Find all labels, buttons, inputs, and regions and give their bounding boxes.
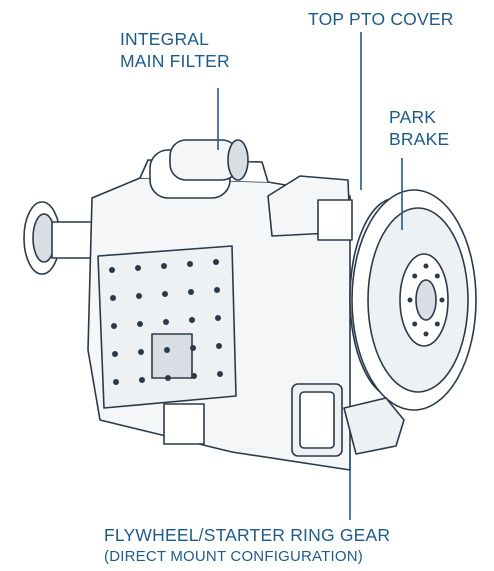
bolt [412,273,418,279]
bolt [190,345,196,351]
bolt [110,295,116,301]
bolt [113,379,119,385]
bolt [188,289,194,295]
label-line: FLYWHEEL/STARTER RING GEAR [104,525,391,545]
bolt [139,377,145,383]
side-pto-cover [291,383,343,457]
bolt [439,297,445,303]
label-line: INTEGRAL [120,29,210,49]
bolt [217,371,223,377]
bolt [111,323,117,329]
park-brake [349,189,477,411]
bolt [412,321,418,327]
bolt-pattern [109,259,445,385]
bolt [191,373,197,379]
label-park-brake: PARK BRAKE [389,106,449,150]
bolt [216,343,222,349]
label-line: BRAKE [389,129,450,149]
bolt [434,321,440,327]
flywheel-ring-gear [343,397,405,455]
label-top-pto-cover: TOP PTO COVER [308,8,454,30]
bolt [135,265,141,271]
bolt [407,297,413,303]
bolt [434,273,440,279]
bolt [109,267,115,273]
output-flange [23,201,93,275]
bolt [163,319,169,325]
bolt [164,347,170,353]
control-valve-body [97,245,237,445]
bolt [423,263,429,269]
bolt [138,349,144,355]
integral-main-filter [149,139,249,199]
bolt [215,315,221,321]
top-pto-cover [267,175,353,241]
bolt [423,331,429,337]
label-line: TOP PTO COVER [308,9,454,29]
label-subtitle: (DIRECT MOUNT CONFIGURATION) [104,548,363,565]
bolt [165,375,171,381]
bolt [161,263,167,269]
bolt [112,351,118,357]
label-integral-main-filter: INTEGRAL MAIN FILTER [120,28,230,72]
bolt [187,261,193,267]
label-line: PARK [389,107,437,127]
bolt [214,287,220,293]
bolt [189,317,195,323]
bolt [213,259,219,265]
bolt [162,291,168,297]
bolt [136,293,142,299]
label-line: MAIN FILTER [120,51,230,71]
bolt [137,321,143,327]
label-flywheel-ring-gear: FLYWHEEL/STARTER RING GEAR (DIRECT MOUNT… [104,524,390,568]
